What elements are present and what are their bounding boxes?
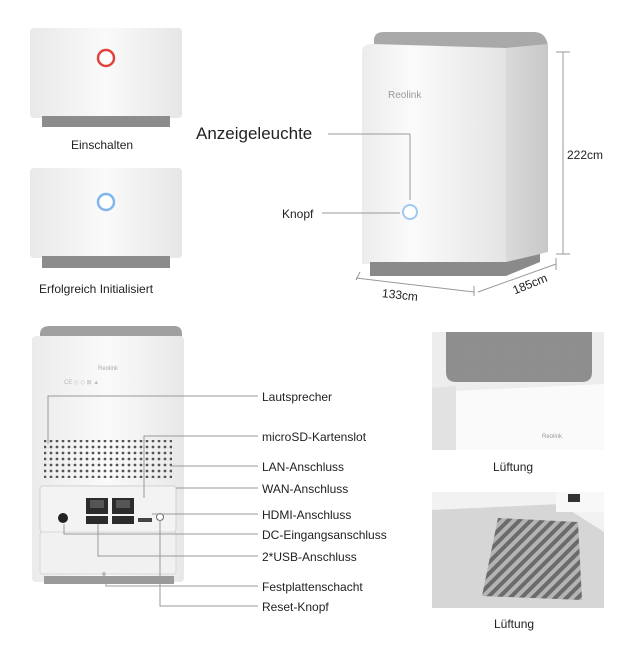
port-label-hdmi: HDMI-Anschluss xyxy=(262,508,352,522)
device-initialized-illustration xyxy=(30,168,182,268)
svg-text:Reolink: Reolink xyxy=(98,366,119,372)
caption-vent-bottom: Lüftung xyxy=(494,617,535,631)
port-label-usb: 2*USB-Anschluss xyxy=(262,550,357,564)
caption-power-on: Einschalten xyxy=(71,138,134,152)
port-label-hdd-bay: Festplattenschacht xyxy=(262,580,363,594)
port-label-lan: LAN-Anschluss xyxy=(262,460,345,474)
power-indicator-icon xyxy=(96,48,116,68)
svg-text:Reolink: Reolink xyxy=(542,434,563,440)
vent-top-illustration: Reolink xyxy=(432,332,604,450)
label-button: Knopf xyxy=(282,207,314,221)
dimension-height: 222cm xyxy=(567,148,604,162)
port-label-wan: WAN-Anschluss xyxy=(262,482,349,496)
port-label-microsd: microSD-Kartenslot xyxy=(262,430,367,444)
front-brand-logo: Reolink xyxy=(388,90,422,101)
device-initialized xyxy=(30,168,182,270)
device-power-on xyxy=(30,28,182,128)
label-indicator: Anzeigeleuchte xyxy=(196,124,313,143)
port-label-reset: Reset-Knopf xyxy=(262,600,329,614)
port-label-dc: DC-Eingangsanschluss xyxy=(262,528,387,542)
init-indicator-icon xyxy=(96,192,116,212)
caption-initialized: Erfolgreich Initialisiert xyxy=(39,282,154,296)
port-label-speaker: Lautsprecher xyxy=(262,390,333,404)
caption-vent-top: Lüftung xyxy=(493,460,534,474)
device-power-on-illustration xyxy=(30,28,182,127)
front-view-illustration: Reolink xyxy=(322,32,570,296)
svg-text:CE ◇ ◇ ⊠ ▲: CE ◇ ◇ ⊠ ▲ xyxy=(64,380,99,386)
vent-bottom-illustration xyxy=(432,492,604,608)
indicator-light-icon xyxy=(402,204,418,220)
